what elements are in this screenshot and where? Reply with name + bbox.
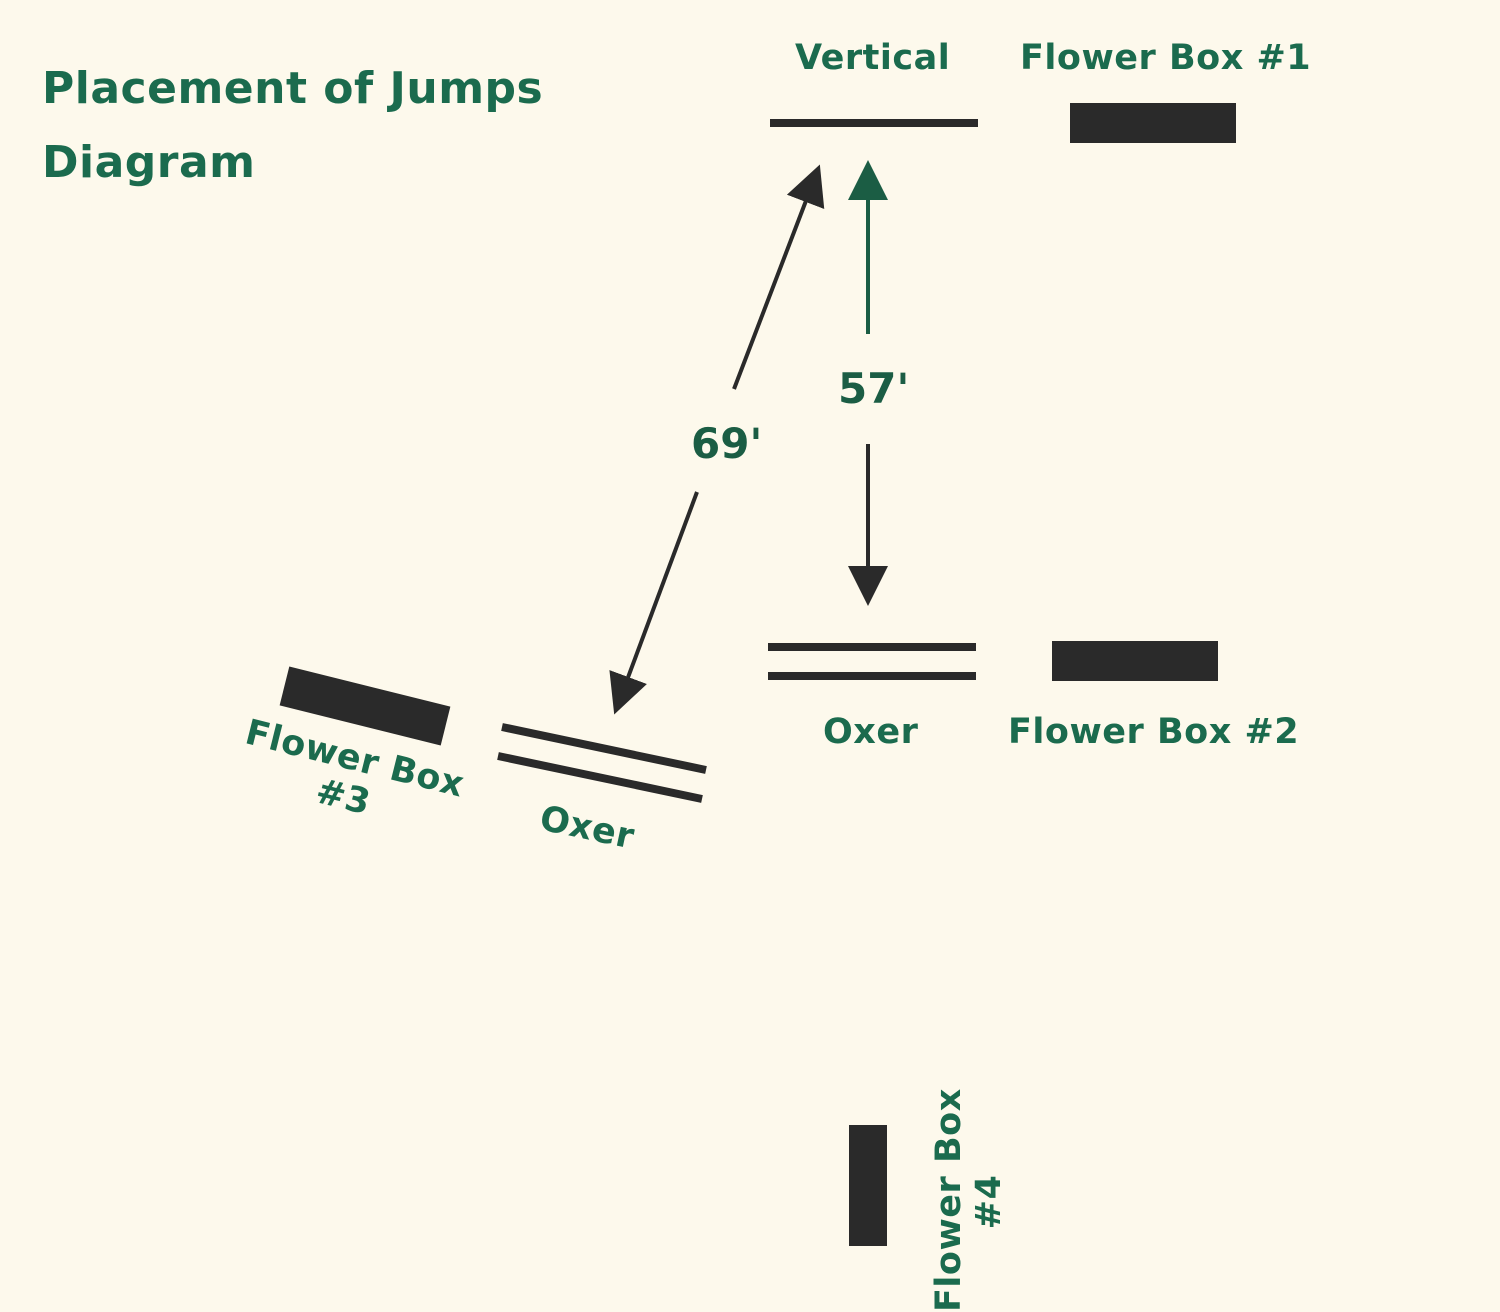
arrow-69-up	[732, 164, 825, 390]
oxer-left-back-rail	[497, 752, 703, 803]
oxer-left-front-rail	[501, 723, 707, 774]
flower-box-2	[1052, 641, 1218, 681]
flower-box-4-label: Flower Box #4	[929, 1088, 1009, 1312]
flower-box-3	[279, 666, 451, 746]
title-line-2: Diagram	[42, 137, 256, 188]
title-line-1: Placement of Jumps	[42, 63, 544, 114]
distance-69-label: 69'	[691, 419, 763, 468]
vertical-rail	[770, 119, 978, 127]
flower-box-4-label-line-1: Flower Box	[929, 1088, 969, 1312]
oxer-right-back-rail	[768, 672, 976, 680]
flower-box-2-label: Flower Box #2	[1008, 712, 1300, 752]
vertical-label: Vertical	[795, 38, 951, 78]
distance-57-label: 57'	[838, 364, 910, 413]
oxer-right-label: Oxer	[823, 712, 919, 752]
flower-box-1	[1070, 103, 1236, 143]
flower-box-1-label: Flower Box #1	[1020, 38, 1312, 78]
diagram-title: Placement of Jumps Diagram	[42, 52, 543, 200]
flower-box-4-label-line-2: #4	[969, 1174, 1009, 1230]
flower-box-4	[849, 1125, 887, 1246]
oxer-right-front-rail	[768, 643, 976, 651]
arrow-69-down	[609, 491, 699, 715]
